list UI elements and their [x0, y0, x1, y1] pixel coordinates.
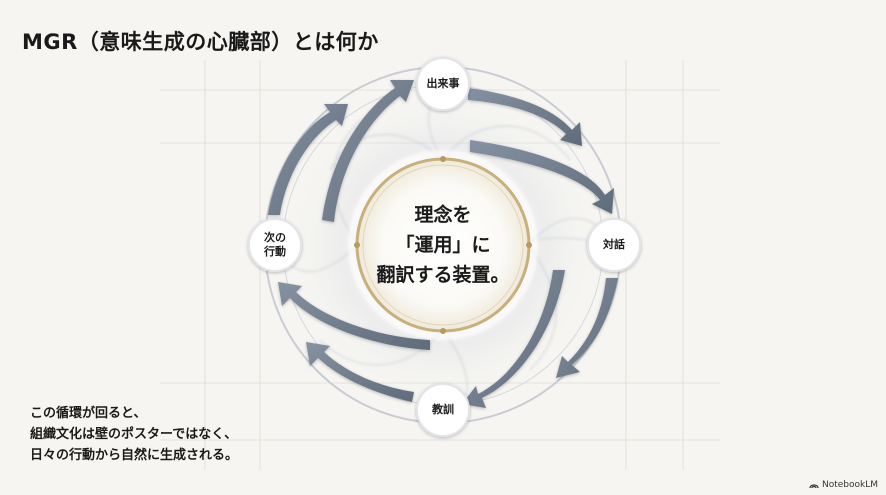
node-event-label: 出来事 [418, 77, 468, 91]
center-line-1: 理念を [414, 204, 472, 226]
cycle-nodes [248, 57, 641, 437]
arrow-next-action-to-event [268, 104, 348, 215]
brand-name: NotebookLM [821, 480, 878, 490]
center-line-2: 「運用」に [395, 234, 491, 256]
arrow-event-to-dialogue [468, 88, 582, 146]
node-lesson-label: 教訓 [418, 403, 468, 417]
node-event-text: 出来事 [426, 77, 460, 90]
arrow-inner-next-action-to-event [322, 80, 414, 222]
arrow-inner-event-to-dialogue [470, 140, 614, 214]
node-dialogue-circle [587, 218, 641, 272]
node-dialogue-label: 対話 [589, 238, 639, 252]
center-ring-inner [362, 164, 524, 326]
slide-caption: この循環が回ると、 組織文化は壁のポスターではなく、 日々の行動から自然に生成さ… [30, 403, 238, 466]
node-next-action-circle [248, 218, 302, 272]
cycle-arrows [268, 80, 618, 408]
node-lesson-text: 教訓 [432, 403, 454, 416]
caption-line-2: 組織文化は壁のポスターではなく、 [30, 427, 238, 442]
node-next-action-label: 次の 行動 [250, 231, 300, 259]
node-event-circle [416, 57, 470, 111]
brand-watermark: NotebookLM [809, 480, 878, 490]
center-statement: 理念を 「運用」に 翻訳する装置。 [357, 200, 529, 290]
center-ring-studs [354, 156, 532, 334]
arrow-lesson-to-next-action [306, 342, 414, 402]
arrow-inner-lesson-to-next-action [278, 282, 430, 350]
arrow-dialogue-to-lesson [556, 278, 618, 378]
caption-line-3: 日々の行動から自然に生成される。 [30, 448, 239, 463]
caption-line-1: この循環が回ると、 [30, 406, 147, 421]
notebooklm-logo-icon [809, 484, 819, 489]
center-line-3: 翻訳する装置。 [376, 264, 510, 286]
node-dialogue-text: 対話 [603, 238, 625, 251]
node-next-action-text-1: 次の [264, 231, 286, 244]
arrow-inner-dialogue-to-lesson [462, 270, 565, 408]
slide-title: MGR（意味生成の心臓部）とは何か [22, 30, 379, 54]
node-lesson-circle [416, 383, 470, 437]
node-next-action-text-2: 行動 [264, 245, 286, 258]
